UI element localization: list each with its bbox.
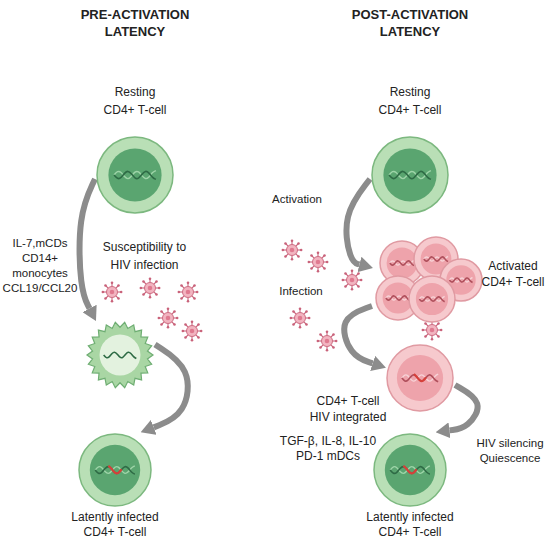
hiv-virion xyxy=(158,308,179,329)
dna-strand xyxy=(424,257,448,262)
cell-nucleus xyxy=(416,283,448,315)
dna-strand xyxy=(390,261,414,266)
column-heading: POST-ACTIVATION LATENCY xyxy=(345,6,475,40)
cell-label: CD4+ T-cell HIV integrated xyxy=(305,393,391,425)
dna-strand xyxy=(424,256,448,261)
dna-strand xyxy=(386,296,410,301)
cell-membrane xyxy=(387,345,453,411)
cell-nucleus xyxy=(385,445,435,495)
edge-label: IL-7,mCDs CD14+ monocytes CCL19/CCL20 xyxy=(0,236,80,296)
curved-arrow xyxy=(154,345,188,428)
dna-strand xyxy=(390,260,414,265)
dna-strand xyxy=(402,375,438,382)
cell-membrane xyxy=(79,434,151,506)
cell-membrane xyxy=(97,137,173,213)
hiv-virion xyxy=(182,321,203,342)
cell-caption: Resting CD4+ T-cell xyxy=(100,83,170,119)
dna-strand xyxy=(386,295,410,300)
cell-caption: Latently infected CD4+ T-cell xyxy=(355,510,465,540)
cell-nucleus xyxy=(397,355,443,401)
cell-caption: Susceptibility to HIV infection xyxy=(101,238,188,274)
integrated-provirus xyxy=(414,374,426,381)
cell-nucleus xyxy=(108,148,161,201)
hiv-virion xyxy=(282,240,303,261)
integrated-provirus xyxy=(403,466,416,474)
cell-caption: Resting CD4+ T-cell xyxy=(375,83,445,119)
cell-membrane xyxy=(409,276,455,322)
cell-outline xyxy=(85,320,155,390)
dna-strand xyxy=(114,171,156,179)
cell-nucleus xyxy=(100,335,141,376)
hiv-virion xyxy=(178,282,199,303)
cell-caption: Activated CD4+ T-cell xyxy=(478,258,548,290)
column-heading: PRE-ACTIVATION LATENCY xyxy=(70,6,200,40)
cell-outline xyxy=(370,135,450,215)
dna-strand xyxy=(390,467,430,475)
cell-nucleus xyxy=(383,148,436,201)
hiv-virion xyxy=(342,270,363,291)
edge-label: Infection xyxy=(266,284,336,299)
cell-label: Resting CD4+ T-cell xyxy=(100,83,170,119)
dna-strand xyxy=(402,374,438,381)
dna-strand xyxy=(114,171,156,179)
cell-label: Susceptibility to HIV infection xyxy=(101,238,188,274)
curved-arrow xyxy=(344,306,372,363)
cell-membrane xyxy=(374,434,446,506)
cell-caption: CD4+ T-cell HIV integrated xyxy=(305,393,391,425)
hiv-virion xyxy=(140,278,161,299)
curved-arrow xyxy=(449,385,477,430)
dna-strand xyxy=(389,171,431,179)
dna-strand xyxy=(95,467,135,475)
edge-label: HIV silencing Quiescence xyxy=(470,436,550,466)
cell-outline xyxy=(385,343,455,413)
cell-membrane xyxy=(372,137,448,213)
curved-arrow xyxy=(80,179,95,308)
cell-node: Activated CD4+ T-cell xyxy=(372,238,484,323)
cell-outline xyxy=(372,432,448,508)
cell-node: Latently infected CD4+ T-cell xyxy=(77,432,153,508)
cell-node: Latently infected CD4+ T-cell xyxy=(372,432,448,508)
dna-strand xyxy=(95,466,135,474)
hiv-virion xyxy=(102,282,123,303)
factor-note: TGF-β, IL-8, IL-10 PD-1 mDCs xyxy=(278,434,378,464)
integrated-provirus xyxy=(108,466,121,474)
cell-caption: Latently infected CD4+ T-cell xyxy=(60,510,170,540)
cell-label: Latently infected CD4+ T-cell xyxy=(60,510,170,540)
cell-label: Latently infected CD4+ T-cell xyxy=(355,510,465,540)
curved-arrow xyxy=(346,179,370,264)
hiv-virion xyxy=(317,331,338,352)
cell-node: Resting CD4+ T-cell xyxy=(370,135,450,215)
cell-outline xyxy=(77,432,153,508)
dna-strand xyxy=(390,466,430,474)
cell-label: Activated CD4+ T-cell xyxy=(478,258,548,290)
dna-strand xyxy=(449,278,472,282)
cell-nucleus xyxy=(387,248,418,279)
dna-strand xyxy=(449,278,472,282)
cell-nucleus xyxy=(90,445,140,495)
dna-strand xyxy=(419,297,444,302)
edge-label: Activation xyxy=(262,192,332,207)
cell-outline xyxy=(95,135,175,215)
cell-node: Resting CD4+ T-cell xyxy=(95,135,175,215)
cell-membrane xyxy=(87,322,153,387)
dna-strand xyxy=(104,352,137,358)
cell-node: Susceptibility to HIV infection xyxy=(85,320,155,390)
hiv-virion xyxy=(308,252,329,273)
dna-strand xyxy=(389,171,431,179)
dna-strand xyxy=(419,296,444,301)
cell-node: CD4+ T-cell HIV integrated xyxy=(385,343,455,413)
cell-outline xyxy=(372,238,484,323)
cell-label: Resting CD4+ T-cell xyxy=(375,83,445,119)
hiv-virion xyxy=(290,308,311,329)
